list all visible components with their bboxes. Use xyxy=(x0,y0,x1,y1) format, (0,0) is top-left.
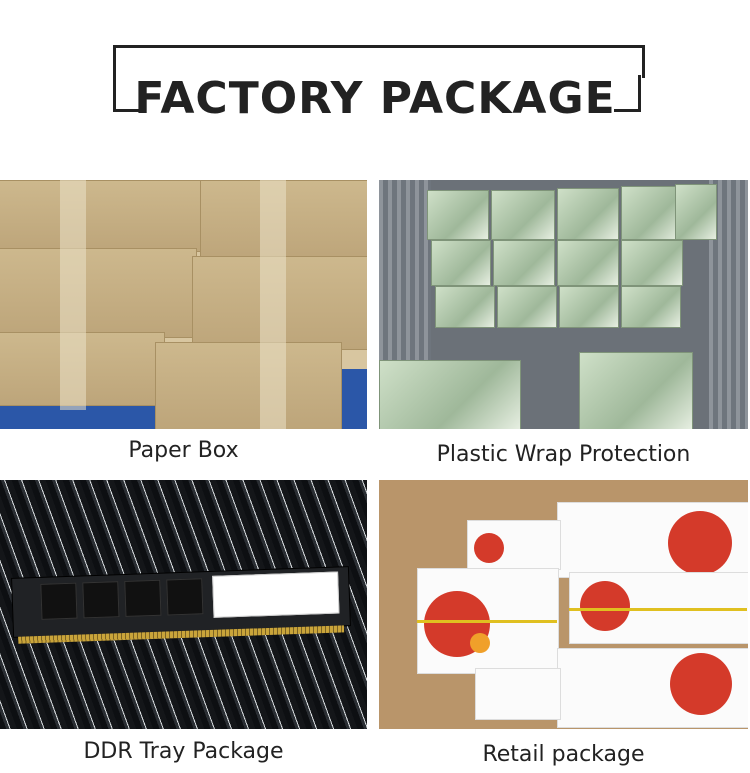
wrapped-pack xyxy=(379,360,521,429)
wrapped-pack xyxy=(621,186,681,240)
carton xyxy=(0,248,197,338)
retail-package-photo xyxy=(379,480,748,729)
ddr-tray-photo xyxy=(0,480,367,729)
plastic-wrap-caption: Plastic Wrap Protection xyxy=(436,442,691,467)
carton xyxy=(0,180,202,252)
frame-top xyxy=(113,45,645,78)
ram-sticker xyxy=(212,571,340,618)
wrapped-pack xyxy=(621,286,681,328)
retail-box xyxy=(557,648,748,728)
wrapped-pack xyxy=(493,240,555,286)
retail-package-caption: Retail package xyxy=(482,742,645,767)
wrapped-pack xyxy=(621,240,683,286)
ddr-tray-caption: DDR Tray Package xyxy=(83,739,284,764)
title-frame xyxy=(113,45,645,112)
package-strap xyxy=(569,608,747,611)
wrapped-pack xyxy=(559,286,619,328)
memory-chip xyxy=(124,579,162,617)
wrapped-pack xyxy=(435,286,495,328)
memory-chip xyxy=(40,582,78,620)
wrapped-pack xyxy=(497,286,557,328)
retail-box xyxy=(475,668,561,720)
tape-strip xyxy=(260,180,286,429)
tape-strip xyxy=(60,180,86,410)
wrapped-pack xyxy=(427,190,489,240)
wrapped-pack xyxy=(579,352,693,429)
frame-bottom-right xyxy=(614,75,641,112)
wrapped-pack xyxy=(557,240,619,286)
retail-box xyxy=(557,502,748,578)
retail-box xyxy=(467,520,561,570)
frame-bottom-left xyxy=(113,75,140,112)
carton xyxy=(155,342,342,429)
memory-chip xyxy=(82,581,120,619)
paper-box-caption: Paper Box xyxy=(128,438,239,463)
gold-pins xyxy=(18,625,345,644)
wrapped-pack xyxy=(491,190,555,240)
package-strap xyxy=(417,620,557,623)
paper-box-photo xyxy=(0,180,367,429)
plastic-wrap-photo xyxy=(379,180,748,429)
ram-module xyxy=(11,566,351,644)
memory-chip xyxy=(166,578,204,616)
wrapped-pack xyxy=(557,188,619,240)
wrapped-pack xyxy=(431,240,491,286)
wrapped-pack xyxy=(675,184,717,240)
page-title: FACTORY PACKAGE xyxy=(134,73,616,124)
